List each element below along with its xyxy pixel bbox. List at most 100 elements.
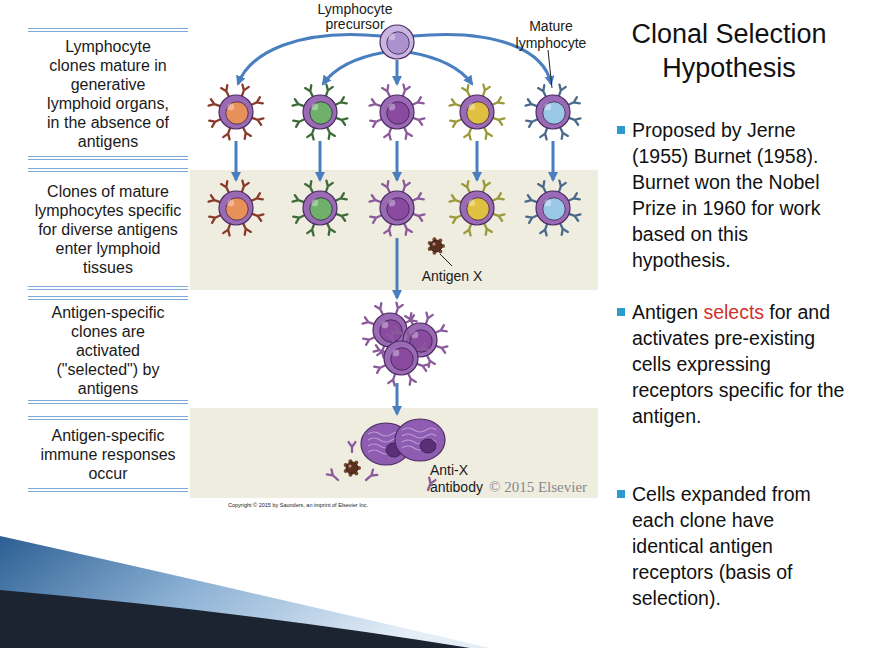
receptor	[366, 470, 377, 480]
receptor	[370, 215, 381, 223]
stage-label: Clones of mature lymphocytes specific fo…	[33, 182, 183, 277]
watermark: © 2015 Elsevier	[489, 478, 609, 496]
receptor	[538, 181, 546, 192]
receptor	[493, 118, 504, 125]
cell-nucleus	[543, 198, 565, 220]
cell-highlight	[389, 200, 396, 207]
stage-label-band: Lymphocyte clones mature in generative l…	[28, 28, 188, 160]
cell-highlight	[389, 104, 396, 111]
receptor	[251, 193, 262, 201]
receptor	[492, 97, 503, 105]
receptor	[242, 181, 249, 192]
flow-arrow	[396, 238, 399, 298]
stage-label: Antigen-specific clones are activated ("…	[51, 303, 165, 398]
cell-highlight	[228, 104, 235, 111]
cell-highlight	[545, 104, 552, 111]
bullet-item: Antigenselectsfor and activates pre-exis…	[632, 299, 850, 429]
receptor	[223, 224, 230, 235]
receptor	[209, 195, 220, 202]
receptor	[251, 97, 262, 105]
cell-nucleus	[391, 348, 413, 370]
cell-highlight	[312, 104, 319, 111]
flow-arrow	[408, 52, 472, 84]
bullet-text: Cells expanded from each clone have iden…	[632, 483, 811, 609]
receptor	[435, 325, 446, 333]
cell-membrane	[303, 95, 337, 129]
receptor	[326, 181, 333, 192]
receptor	[403, 181, 410, 192]
receptor	[335, 193, 346, 201]
plasma-nucleus	[420, 439, 436, 453]
receptor	[363, 317, 374, 324]
receptor	[407, 331, 414, 342]
cell-heading: Lymphocyte precursor	[300, 2, 410, 32]
bullet-text: Proposed by Jerne (1955) Burnet (1958). …	[632, 119, 821, 271]
cell-highlight	[393, 350, 400, 357]
stage-label: Lymphocyte clones mature in generative l…	[44, 37, 172, 151]
receptor	[405, 313, 413, 324]
plasma-cell	[395, 419, 445, 461]
slide-title: Clonal Selection Hypothesis	[600, 17, 858, 85]
decor-swoosh	[0, 590, 470, 648]
cell-membrane	[536, 95, 570, 129]
receptor	[526, 215, 537, 223]
cell-membrane	[303, 191, 337, 225]
receptor	[450, 195, 461, 202]
cell-membrane	[380, 25, 414, 59]
receptor	[293, 99, 304, 106]
receptor	[450, 215, 461, 223]
receptor	[374, 345, 385, 352]
receptor	[568, 97, 579, 105]
receptor	[363, 337, 374, 345]
antigen-label: Antigen X	[414, 268, 490, 285]
receptor	[223, 128, 230, 139]
receptor	[417, 364, 428, 371]
cell-nucleus	[467, 198, 489, 220]
receptor	[305, 85, 313, 96]
plasma-er	[402, 428, 436, 432]
antibody-label: Anti-X antibody	[430, 462, 492, 496]
receptor	[370, 195, 381, 202]
cell-membrane	[219, 95, 253, 129]
receptor	[396, 303, 403, 314]
receptor	[221, 85, 229, 96]
receptor	[242, 85, 249, 96]
receptor	[412, 97, 423, 105]
receptor	[462, 85, 470, 96]
receptor	[569, 118, 580, 125]
receptor	[307, 224, 314, 235]
plasma-er	[402, 434, 436, 438]
receptor	[388, 374, 395, 385]
receptor	[412, 193, 423, 201]
receptor	[336, 214, 347, 221]
receptor	[336, 118, 347, 125]
receptor	[293, 215, 304, 223]
receptor	[492, 193, 503, 201]
receptor	[209, 215, 220, 223]
receptor	[384, 128, 391, 139]
receptor	[483, 181, 490, 192]
receptor	[493, 214, 504, 221]
cell-highlight	[228, 200, 235, 207]
receptor	[370, 99, 381, 106]
bullet-marker	[617, 126, 625, 134]
flow-arrow	[476, 141, 479, 180]
receptor	[483, 85, 490, 96]
flow-arrow	[396, 383, 399, 414]
receptor	[538, 85, 546, 96]
receptor	[349, 442, 356, 452]
receptor	[382, 85, 390, 96]
receptor	[540, 128, 547, 139]
receptor	[243, 127, 251, 138]
receptor	[403, 85, 410, 96]
receptor	[209, 119, 220, 127]
leader-line	[440, 254, 452, 266]
receptor	[559, 181, 566, 192]
antigen-symbol	[430, 240, 442, 252]
cell-highlight	[389, 34, 396, 41]
cell-membrane	[460, 95, 494, 129]
receptor	[393, 327, 404, 334]
flow-arrow	[319, 141, 322, 180]
cell-highlight	[312, 200, 319, 207]
receptor	[540, 224, 547, 235]
